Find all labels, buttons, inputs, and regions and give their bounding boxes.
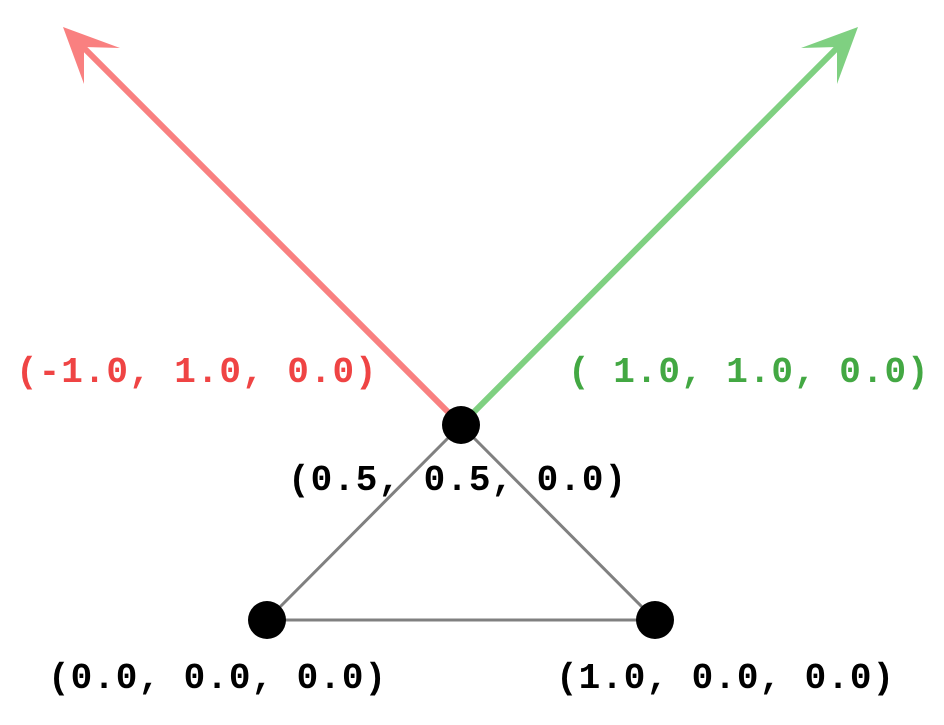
edge-top-left: [265, 423, 463, 622]
vertex-left: [248, 601, 286, 639]
vector-green-arrowhead: [801, 27, 858, 84]
vector-green-shaft: [458, 43, 842, 428]
vector-red-arrowhead: [63, 27, 120, 84]
edge-top-right: [459, 423, 657, 622]
vector-green-label: ( 1.0, 1.0, 0.0): [568, 352, 930, 393]
vertex-top-label: (0.5, 0.5, 0.0): [288, 460, 627, 501]
vertex-left-label: (0.0, 0.0, 0.0): [48, 658, 387, 699]
vertex-right: [636, 601, 674, 639]
vector-red-label: (-1.0, 1.0, 0.0): [16, 352, 378, 393]
vertex-top: [442, 406, 480, 444]
vertex-right-label: (1.0, 0.0, 0.0): [556, 658, 895, 699]
vector-red-shaft: [79, 43, 464, 428]
